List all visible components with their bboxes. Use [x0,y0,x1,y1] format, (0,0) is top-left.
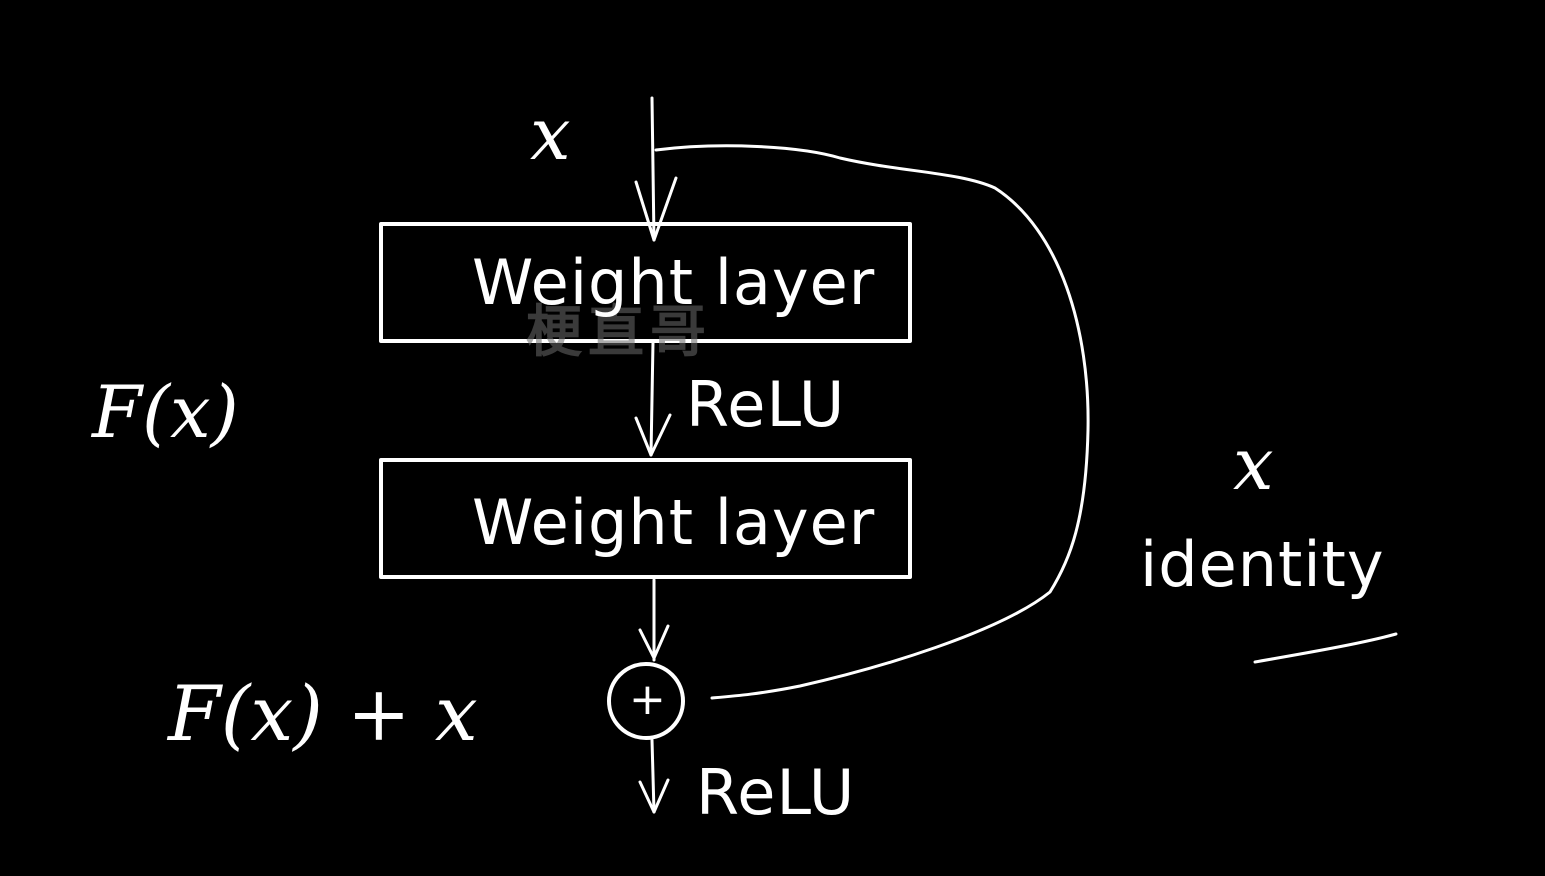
relu-mid-label: ReLU [686,368,846,441]
adder-node [607,662,685,740]
identity-underline [1253,632,1398,664]
mid-arrow [634,340,672,457]
add-symbol: + [629,674,667,725]
output-arrow [638,738,670,814]
input-x-label: x [530,92,571,176]
weight-layer-1-label: Weight layer [472,246,876,319]
input-arrow [634,96,678,242]
weight-layer-2-box [379,458,912,579]
residual-fx-label: F(x) [92,370,239,454]
watermark: 梗直哥 [526,300,712,365]
weight-layer-2-label: Weight layer [472,486,876,559]
sum-label: F(x) + x [168,669,478,758]
identity-x-label: x [1233,422,1274,506]
relu-out-label: ReLU [696,756,856,829]
to-adder-arrow [638,578,670,662]
weight-layer-1-box [379,222,912,343]
identity-label: identity [1140,528,1385,601]
identity-shortcut-curve [654,144,1090,700]
